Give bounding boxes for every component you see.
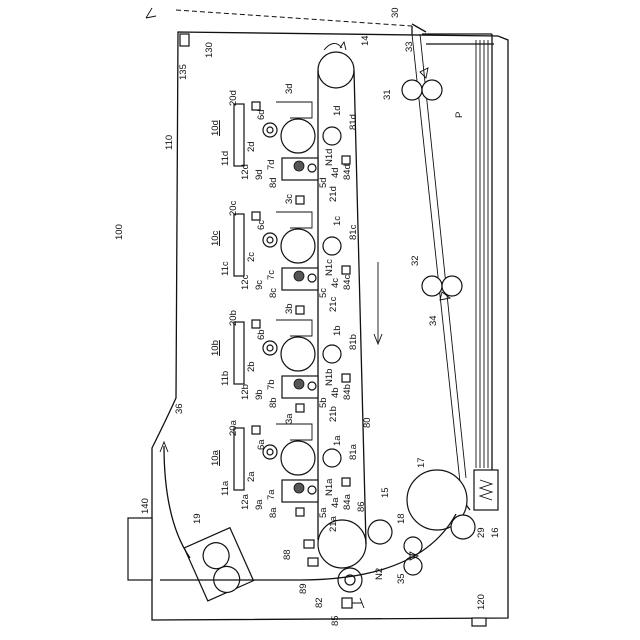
unit-label-waste: 12c (240, 274, 251, 290)
unit-label-cleaner: 20a (228, 419, 239, 436)
label-registration-roller: 17 (416, 457, 427, 468)
unit-label-developer: 2a (246, 471, 257, 482)
unit-label-toner: 11b (220, 371, 231, 386)
unit-label-unit: 10d (210, 120, 221, 136)
label-belt: 80 (362, 417, 373, 428)
unit-label-charger: 3b (284, 303, 295, 314)
unit-label-part-4: 4a (330, 497, 341, 508)
unit-label-exposure: 6c (256, 220, 267, 230)
unit-label-holder: 7a (266, 489, 277, 500)
label-roller-88: 88 (282, 549, 293, 560)
unit-label-part-21: 21b (328, 406, 339, 422)
unit-label-part-84: 84c (342, 274, 353, 290)
unit-label-part-21: 21d (328, 186, 339, 202)
unit-label-charger: 3c (284, 194, 295, 204)
label-roller-89: 89 (298, 583, 309, 594)
unit-label-exposure: 6d (256, 109, 267, 120)
unit-label-part-8: 8d (268, 177, 279, 188)
unit-label-unit: 10b (210, 340, 221, 356)
unit-label-blade: 9c (254, 280, 265, 290)
unit-label-nip: N1d (324, 149, 335, 166)
unit-label-waste: 12d (240, 164, 251, 180)
label-feed-roller: 31 (382, 89, 393, 100)
unit-label-transfer: 81a (348, 443, 359, 460)
unit-label-cleaner: 20c (228, 200, 239, 216)
unit-label-toner: 11d (220, 151, 231, 166)
label-tray: 30 (390, 7, 401, 18)
unit-label-nip: N1c (324, 259, 335, 276)
label-scanner: 140 (140, 498, 151, 514)
label-sensor-33: 33 (404, 41, 415, 52)
unit-label-blade: 9a (254, 499, 265, 510)
label-paper: P (454, 112, 465, 118)
unit-label-part-8: 8c (268, 288, 279, 298)
unit-label-unit: 10c (210, 230, 221, 246)
unit-label-drum: 1a (332, 435, 343, 446)
unit-label-drum: 1c (332, 216, 343, 226)
unit-label-cleaner: 20d (228, 90, 239, 106)
unit-label-part-8: 8b (268, 397, 279, 408)
label-sensor-34: 34 (428, 315, 439, 326)
unit-label-cleaner: 20b (228, 310, 239, 326)
scanner-box (128, 518, 152, 580)
unit-label-part-8: 8a (268, 507, 279, 518)
label-secondary-transfer: 86 (356, 501, 367, 512)
unit-label-charger: 3a (284, 413, 295, 424)
label-idler: 15 (380, 487, 391, 498)
unit-label-exposure: 6b (256, 329, 267, 340)
unit-label-part-21: 21a (328, 515, 339, 532)
label-cassette: 16 (490, 527, 501, 538)
unit-label-transfer: 81b (348, 334, 359, 350)
unit-label-part-84: 84d (342, 164, 353, 180)
unit-label-part-84: 84a (342, 493, 353, 510)
unit-label-developer: 2b (246, 361, 257, 372)
unit-label-toner: 11c (220, 261, 231, 276)
unit-label-part-84: 84b (342, 384, 353, 400)
unit-label-drum: 1b (332, 325, 343, 336)
label-follower: 18 (396, 513, 407, 524)
unit-label-nip: N1b (324, 369, 335, 386)
label-cleaner: 82 (314, 597, 325, 608)
unit-label-blade: 9b (254, 389, 265, 400)
label-body: 100 (114, 224, 125, 240)
label-drive-roller: 14 (360, 35, 371, 46)
unit-label-transfer: 81d (348, 114, 359, 130)
label-nip-2: N2 (374, 568, 385, 580)
label-separation-roller: 32 (410, 255, 421, 266)
fixing-unit (184, 528, 254, 602)
unit-label-part-5: 5c (318, 288, 329, 298)
sensor-box (180, 34, 189, 46)
unit-label-holder: 7b (266, 379, 277, 390)
unit-label-toner: 11a (220, 480, 231, 496)
unit-label-charger: 3d (284, 83, 295, 94)
label-base: 120 (476, 594, 487, 610)
unit-label-part-4: 4b (330, 387, 341, 398)
label-spring-roll: 29 (476, 527, 487, 538)
label-main-body: 110 (164, 135, 175, 150)
unit-label-waste: 12b (240, 384, 251, 400)
label-waste: 85 (330, 615, 341, 626)
label-fixing-unit: 19 (192, 513, 203, 524)
unit-label-part-4: 4d (330, 167, 341, 178)
unit-label-transfer: 81c (348, 224, 359, 240)
unit-label-holder: 7c (266, 270, 277, 280)
unit-label-blade: 9d (254, 169, 265, 180)
paper-tray (412, 34, 498, 510)
label-sensor: 135 (178, 64, 189, 80)
unit-label-holder: 7d (266, 159, 277, 170)
unit-label-part-4: 4c (330, 278, 341, 288)
label-path-36: 36 (174, 403, 185, 414)
unit-label-nip: N1a (324, 478, 335, 496)
label-sensor-35: 35 (396, 573, 407, 584)
unit-label-exposure: 6a (256, 439, 267, 450)
unit-label-drum: 1d (332, 105, 343, 116)
unit-label-developer: 2d (246, 141, 257, 152)
unit-label-part-21: 21c (328, 296, 339, 312)
unit-label-waste: 12a (240, 493, 251, 510)
unit-label-developer: 2c (246, 252, 257, 262)
label-cover: 130 (204, 42, 215, 58)
unit-label-unit: 10a (210, 449, 221, 466)
